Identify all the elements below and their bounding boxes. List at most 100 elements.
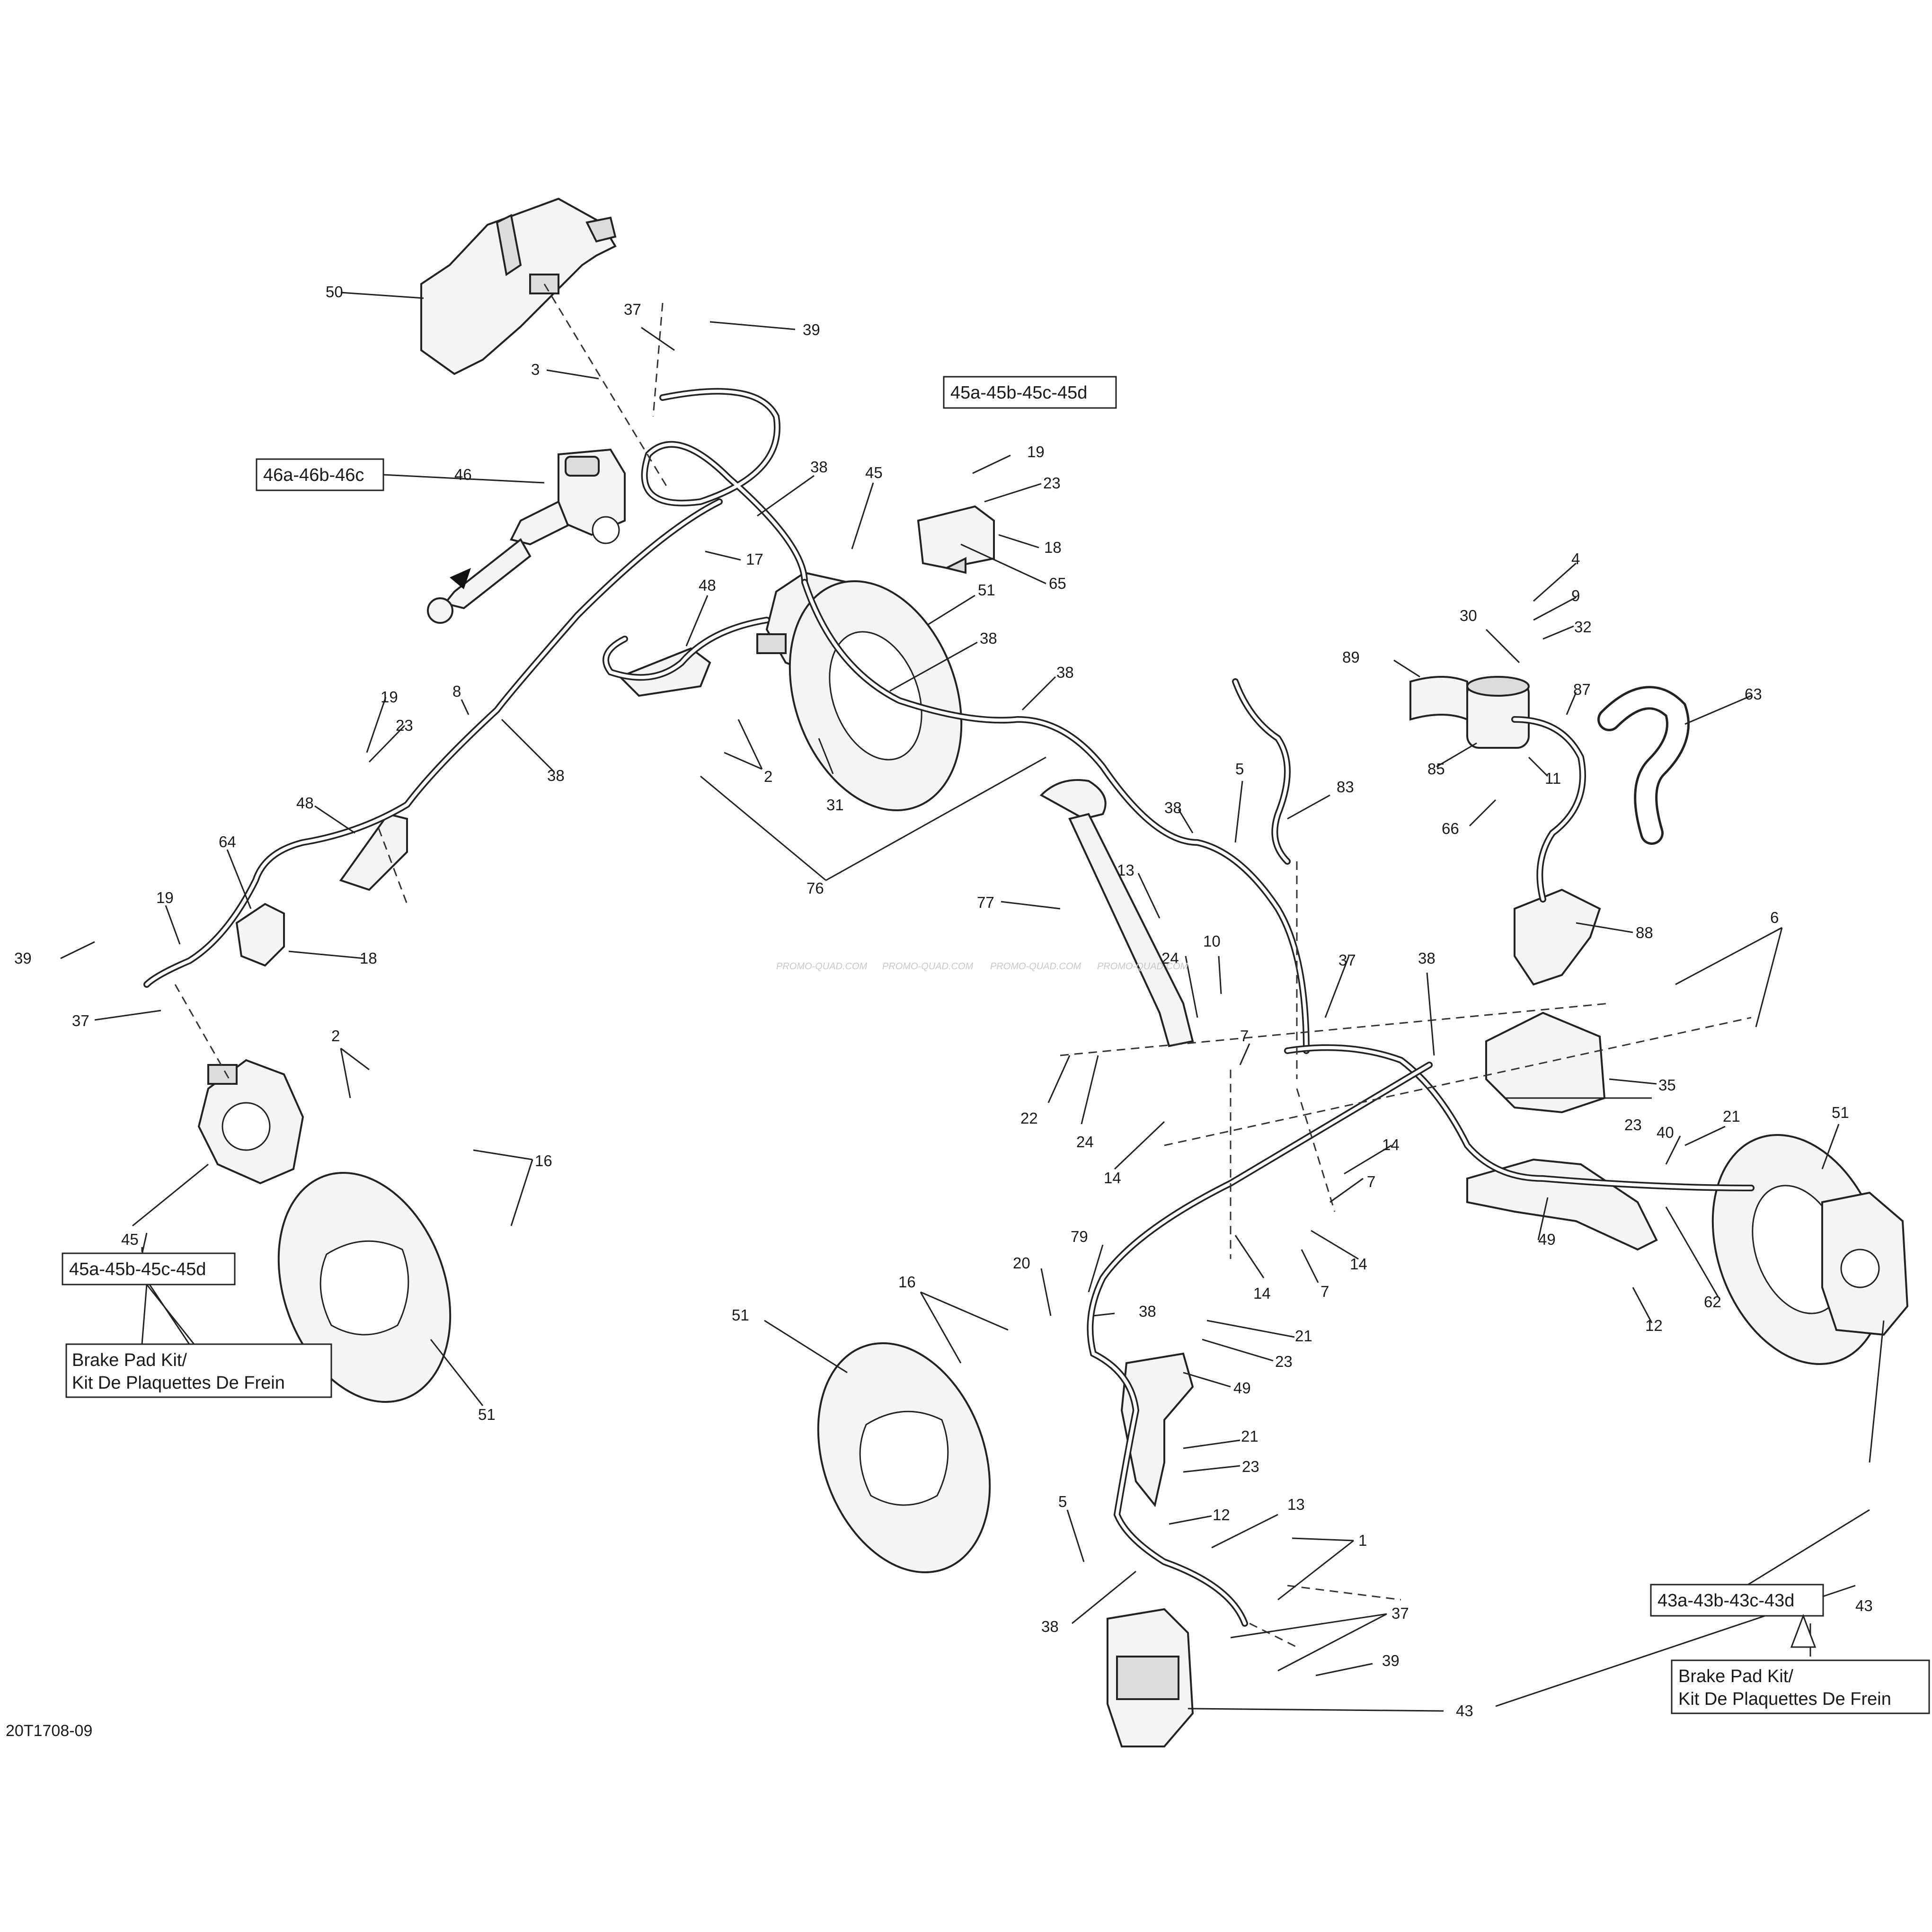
callout: 32 xyxy=(1574,618,1592,636)
callout: 31 xyxy=(826,796,844,814)
kit-label-45-left: 45a-45b-45c-45d xyxy=(62,1252,236,1285)
part-49-bracket-rear xyxy=(1466,1158,1658,1251)
callout: 50 xyxy=(326,283,343,301)
part-63-vent-hose xyxy=(1597,686,1690,845)
callout: 39 xyxy=(803,321,820,338)
callout: 77 xyxy=(977,894,994,911)
callout: 85 xyxy=(1427,760,1445,778)
callout: 37 xyxy=(1391,1604,1409,1622)
callout: 7 xyxy=(1320,1283,1329,1300)
callout: 43 xyxy=(1855,1597,1873,1614)
part-51-disc-bottom xyxy=(817,1342,991,1574)
callout: 2 xyxy=(331,1027,340,1045)
part-46-master-cylinder xyxy=(427,448,626,624)
callout: 19 xyxy=(156,889,174,906)
kit-label-text: 45a-45b-45c-45d xyxy=(69,1259,206,1279)
callout: 83 xyxy=(1337,778,1354,796)
callout: 7 xyxy=(1240,1027,1249,1045)
callout: 64 xyxy=(219,833,236,851)
brake-hoses xyxy=(143,388,1755,1627)
callout: 14 xyxy=(1382,1136,1400,1153)
callout: 45 xyxy=(121,1231,139,1248)
callout: 8 xyxy=(452,682,461,700)
part-43-caliper-bottom xyxy=(1107,1608,1194,1747)
callout: 30 xyxy=(1460,607,1477,624)
callout: 88 xyxy=(1636,924,1653,941)
kit-label-text: 43a-43b-43c-43d xyxy=(1657,1591,1794,1611)
callout: 37 xyxy=(1338,951,1356,969)
callout: 23 xyxy=(396,717,413,734)
watermark: PROMO-QUAD.COM PROMO-QUAD.COM PROMO-QUAD… xyxy=(776,961,1188,972)
callout: 89 xyxy=(1342,648,1360,666)
part-65-switch xyxy=(917,505,995,574)
callout: 37 xyxy=(624,301,641,318)
callout: 10 xyxy=(1203,932,1221,950)
callout: 18 xyxy=(1044,539,1062,556)
callout: 38 xyxy=(1056,664,1074,681)
callout: 2 xyxy=(764,768,772,785)
callout: 63 xyxy=(1745,685,1762,703)
callout: 45 xyxy=(865,464,883,481)
callout: 38 xyxy=(1418,949,1436,967)
callout: 6 xyxy=(1770,909,1779,926)
pad-kit-line2: Kit De Plaquettes De Frein xyxy=(1678,1689,1891,1709)
arrow-icon xyxy=(450,568,471,589)
callout: 16 xyxy=(898,1273,916,1291)
callout: 12 xyxy=(1645,1317,1663,1334)
callout: 46 xyxy=(454,466,472,483)
callout: 20 xyxy=(1013,1254,1030,1272)
callout: 66 xyxy=(1442,820,1459,837)
callout: 5 xyxy=(1058,1493,1067,1510)
callout: 11 xyxy=(1545,770,1561,787)
pad-kit-line1: Brake Pad Kit/ xyxy=(1678,1666,1793,1686)
callout: 24 xyxy=(1161,949,1179,967)
callout: 19 xyxy=(381,688,398,706)
part-48-bracket-mid xyxy=(339,813,408,891)
kit-label-45-top: 45a-45b-45c-45d xyxy=(943,376,1117,409)
part-64-junction xyxy=(235,903,285,967)
callout: 40 xyxy=(1657,1124,1674,1141)
part-50-bracket xyxy=(420,197,617,375)
callout: 21 xyxy=(1295,1327,1312,1345)
callout: 49 xyxy=(1538,1231,1556,1248)
callout: 38 xyxy=(1139,1303,1156,1320)
part-43-caliper-right xyxy=(1821,1191,1909,1336)
pad-kit-line2: Kit De Plaquettes De Frein xyxy=(72,1373,285,1393)
callout: 9 xyxy=(1571,587,1580,604)
callout: 5 xyxy=(1235,760,1244,778)
callout: 1 xyxy=(1358,1532,1367,1549)
leader-lines xyxy=(60,292,1885,1712)
alignment-lines xyxy=(174,284,1752,1648)
kit-label-text: 46a-46b-46c xyxy=(263,465,364,485)
callout: 38 xyxy=(547,767,565,784)
watermark-text: PROMO-QUAD.COM xyxy=(1097,961,1188,972)
kit-label-43: 43a-43b-43c-43d xyxy=(1650,1584,1824,1617)
callout: 22 xyxy=(1020,1109,1038,1127)
brake-pad-kit-left: Brake Pad Kit/ Kit De Plaquettes De Frei… xyxy=(65,1284,332,1398)
part-85-reservoir xyxy=(1466,676,1530,749)
callout: 38 xyxy=(810,458,828,476)
callout: 14 xyxy=(1350,1255,1367,1273)
part-77-brake-pedal xyxy=(1039,779,1194,1047)
callout: 87 xyxy=(1573,681,1591,698)
callout: 51 xyxy=(978,581,995,599)
callout: 62 xyxy=(1704,1293,1721,1311)
watermark-text: PROMO-QUAD.COM xyxy=(990,961,1081,972)
pad-kit-line1: Brake Pad Kit/ xyxy=(72,1350,187,1370)
callout: 19 xyxy=(1027,443,1045,461)
callout: 38 xyxy=(1041,1618,1059,1635)
callout: 49 xyxy=(1233,1379,1251,1397)
callout: 48 xyxy=(296,794,314,812)
callout: 38 xyxy=(1164,799,1182,816)
callout: 18 xyxy=(360,949,377,967)
callout: 48 xyxy=(699,576,716,594)
callout: 13 xyxy=(1287,1496,1305,1513)
part-89-sleeve xyxy=(1409,676,1468,721)
callout: 79 xyxy=(1071,1228,1088,1245)
callout: 23 xyxy=(1624,1116,1642,1134)
callout: 51 xyxy=(478,1406,496,1423)
callout: 13 xyxy=(1117,861,1134,879)
callout: 14 xyxy=(1253,1285,1271,1302)
callout: 43 xyxy=(1456,1702,1473,1719)
callout: 39 xyxy=(14,949,32,967)
